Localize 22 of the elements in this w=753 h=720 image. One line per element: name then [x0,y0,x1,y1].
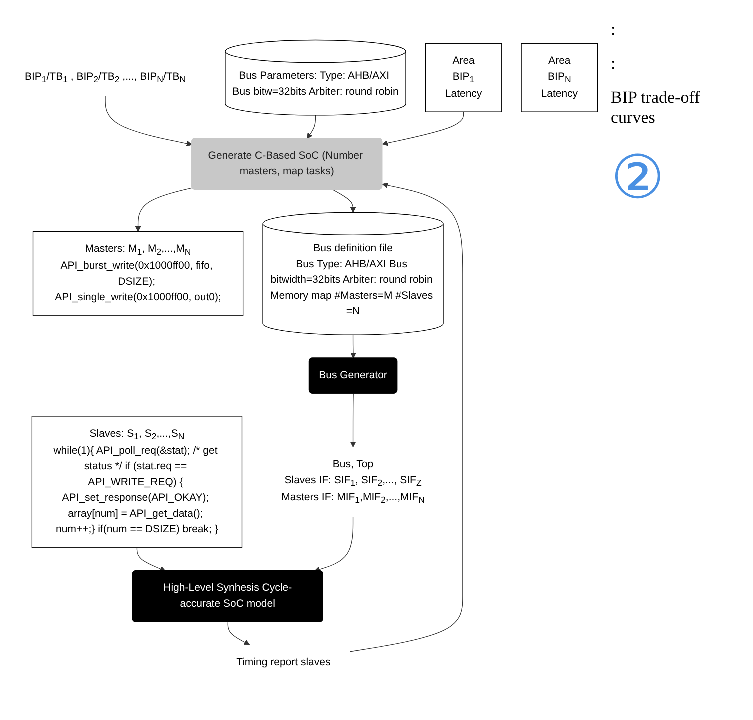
node-text: Timing report slaves [236,656,331,668]
circled-number: ② [611,144,666,213]
node-box: Slaves: S$_{1}$, S$_{2}$,...,S$_{N}$ while(1){ API_poll_req(&stat); /* get status */ if (stat.req == API_WRITE_REQ) { API_set_response(API_OKAY); array[num] = API_get_data(); num++;} if(num == DSIZE) break; } [32,416,243,548]
arrow [228,622,250,645]
note-text: : [611,20,617,40]
arrow [135,187,193,232]
node-box: Masters: M$_{1}$, M$_{2}$,...,M$_{N}$ API_burst_write(0x1000ff00, fifo, DSIZE); API_single_write(0x1000ff00, out0); [32,231,244,316]
node-box: Area BIP$_{N}$ Latency [521,42,598,112]
arrow [314,516,354,572]
arrow [105,96,193,146]
arrow [350,182,464,652]
arrow [306,114,316,139]
arrow [350,393,356,448]
arrow [136,547,166,572]
arrow [332,189,356,212]
node-text: BIP$_{1}$/TB$_{1}$ , BIP$_{2}$/TB$_{2}$ ,..., BIP$_{N}$/TB$_{N}$ [24,70,186,84]
note-text: : [611,54,617,74]
arrow [382,111,464,146]
note-text: BIP trade-off curves [611,88,702,128]
arrow [350,334,356,358]
node-text: Bus, Top Slaves IF: SIF$_{1}$, SIF$_{2}$,..., SIF$_{Z}$ Masters IF: MIF$_{1}$,MIF$_{2}$,...,MIF$_{N}$ [282,458,425,505]
node-box: Area BIP$_{1}$ Latency [425,42,502,112]
